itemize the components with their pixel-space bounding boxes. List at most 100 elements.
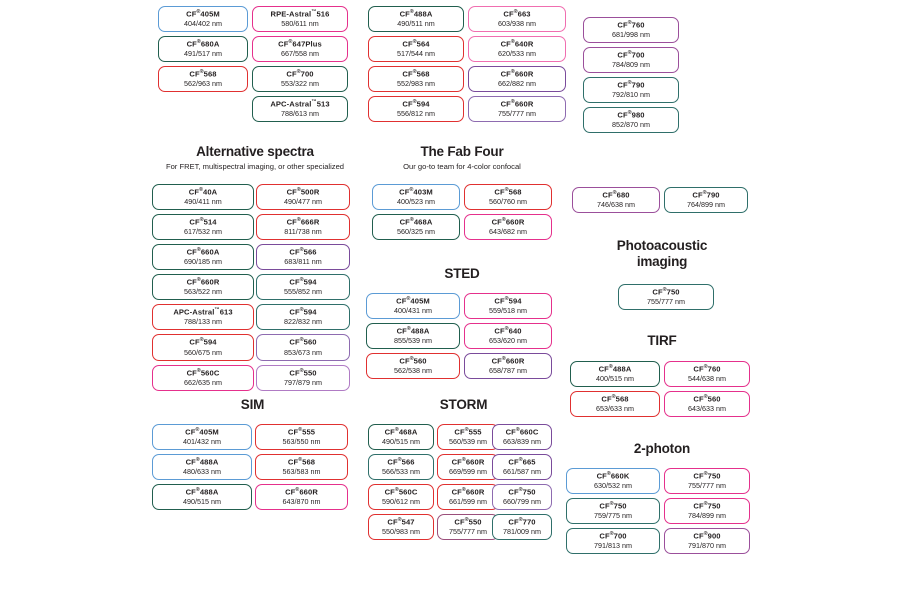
dye-wavelengths: 660/799 nm xyxy=(503,497,541,507)
dye-number: 660A xyxy=(200,247,220,257)
dye-wavelengths: 404/402 nm xyxy=(184,19,222,29)
dye-number: 568 xyxy=(302,457,316,467)
dye-number: 660R xyxy=(514,99,534,109)
registered-mark: ® xyxy=(518,487,523,494)
registered-mark: ® xyxy=(510,99,515,106)
photoacoustic-title-line2: imaging xyxy=(636,253,688,269)
registered-mark: ® xyxy=(703,394,708,401)
dye-number: 560 xyxy=(303,338,317,347)
dye-name: CF®750 xyxy=(693,501,721,511)
dye-name: CF®663 xyxy=(503,9,531,19)
dye-number: 660R xyxy=(505,217,525,227)
dye-name: RPE-Astral™516 xyxy=(270,9,330,19)
dye-number: 566 xyxy=(401,457,415,467)
dye-name: CF®560C xyxy=(186,367,220,378)
registered-mark: ® xyxy=(501,356,506,363)
dye-wavelengths: 630/532 nm xyxy=(594,481,632,491)
registered-mark: ® xyxy=(412,69,417,76)
registered-mark: ® xyxy=(195,457,200,464)
dye-name: CF®700 xyxy=(617,50,645,60)
dye-wavelengths: 560/760 nm xyxy=(489,197,527,207)
dye-number: 665 xyxy=(522,457,536,467)
dye-number: 980 xyxy=(631,110,645,120)
dye-wavelengths: 811/738 nm xyxy=(284,227,322,237)
dye-wavelengths: 580/611 nm xyxy=(281,19,319,29)
